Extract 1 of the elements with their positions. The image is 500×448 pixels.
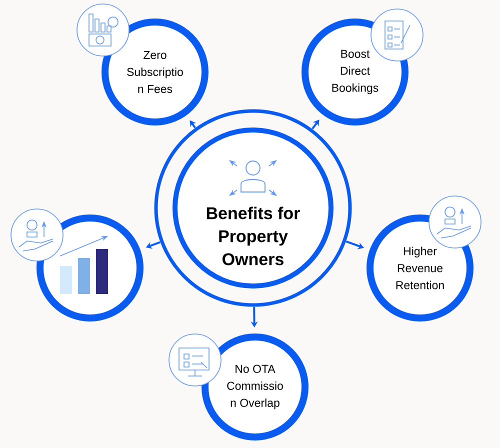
arrow: [312, 120, 320, 130]
